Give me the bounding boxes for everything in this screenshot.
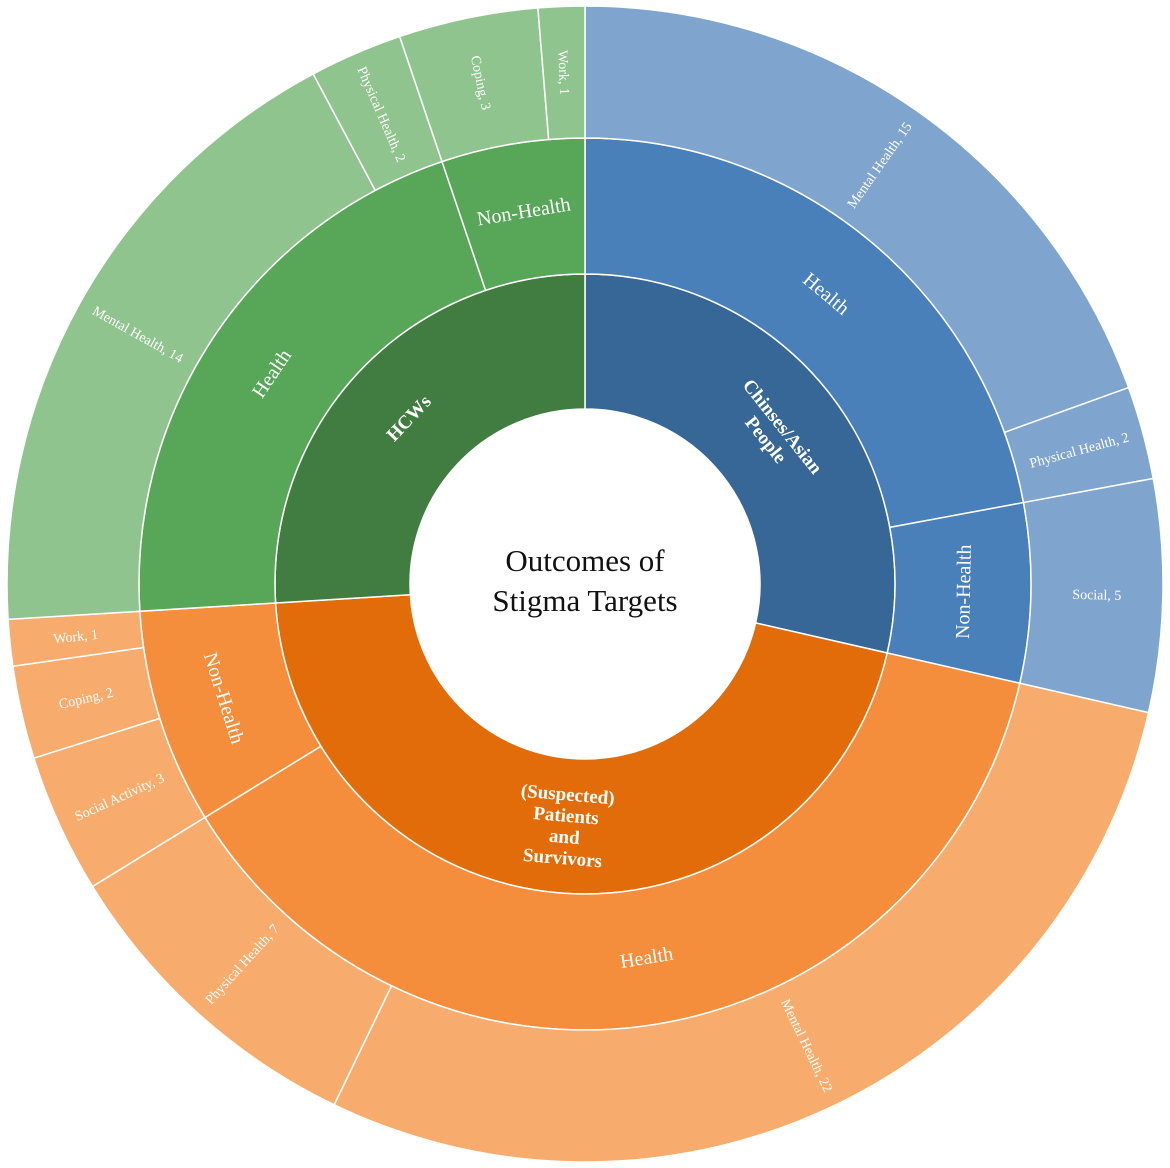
ring-outer-suspected-patients-and-survivors-mental-health-22 [333, 682, 1150, 1163]
label-inner-suspected-patients-and-survivors: (Suspected)PatientsandSurvivors [515, 781, 616, 873]
label-outer-chinses-asian-people-social-5: Social, 5 [1072, 588, 1121, 604]
label-mid-chinses-asian-people-non-health: Non-Health [952, 544, 976, 639]
label-outer-suspected-patients-and-survivors-work-1: Work, 1 [53, 628, 99, 647]
center-title: Outcomes of [505, 543, 665, 578]
center-subtitle: Stigma Targets [492, 583, 677, 618]
label-outer-hcws-work-1: Work, 1 [554, 50, 571, 95]
ring-outer-hcws-work-1 [537, 5, 586, 141]
sunburst-segments [6, 5, 1164, 1163]
center-hole [410, 409, 760, 759]
